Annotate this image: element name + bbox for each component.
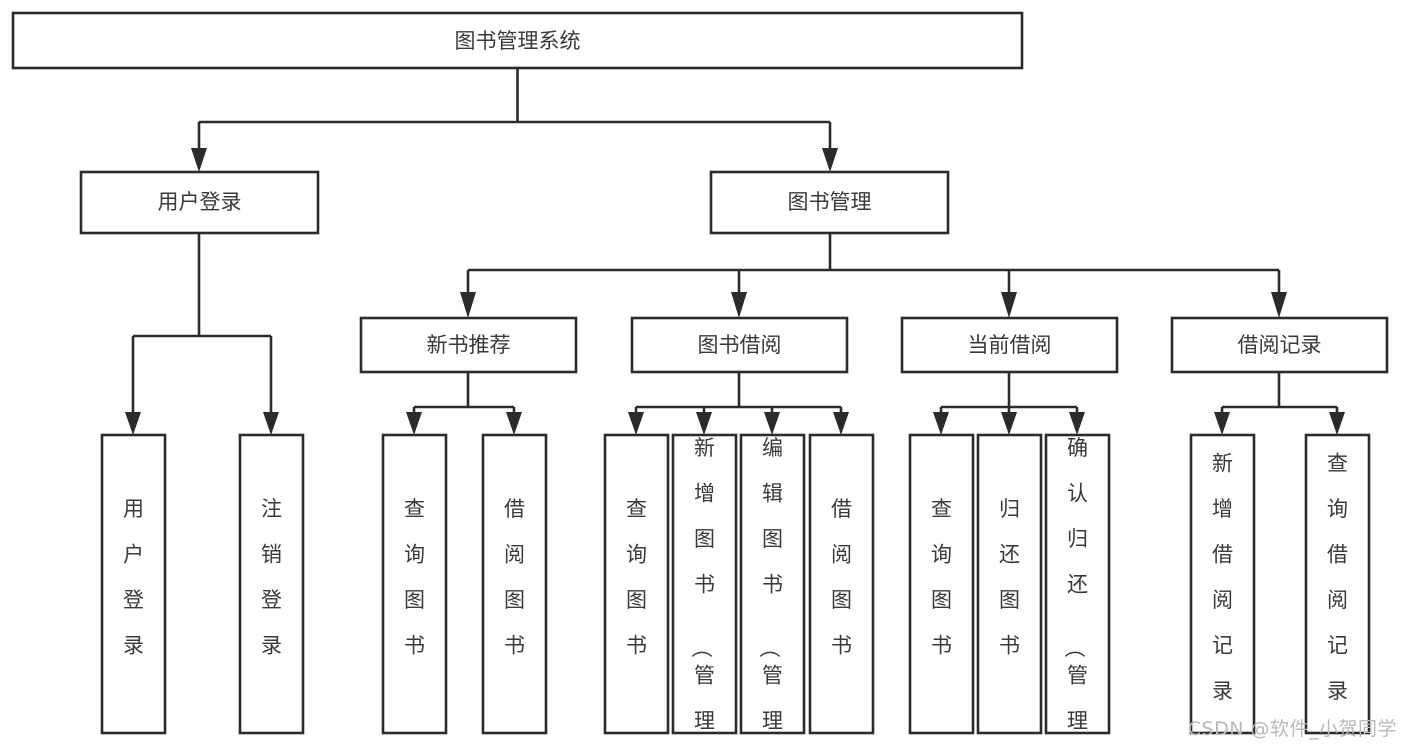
node-borrow-record-label: 借阅记录	[1238, 333, 1322, 357]
node-leaf-add-borrow-record-box[interactable]	[1189, 433, 1256, 735]
arrow-head-leaf-borrow-book-2	[833, 412, 849, 435]
node-leaf-confirm-return-admin[interactable]: 确认归还（管理员）	[1044, 433, 1111, 747]
node-leaf-query-borrow-record-box[interactable]	[1304, 433, 1371, 735]
node-leaf-return-book-box[interactable]	[976, 433, 1043, 735]
node-leaf-query-borrow-record[interactable]: 查询借阅记录	[1304, 433, 1371, 735]
node-book-borrow-box[interactable]	[630, 316, 849, 374]
csdn-watermark: CSDN @软件_小贺同学	[1187, 718, 1397, 740]
node-leaf-user-login[interactable]: 用户登录	[100, 433, 167, 735]
node-leaf-logout-label: 注销登录	[261, 497, 282, 658]
arrow-head-borrow-record	[1271, 292, 1287, 318]
node-leaf-query-book-2-box[interactable]	[603, 433, 670, 735]
arrow-head-leaf-return-book	[1001, 412, 1017, 435]
node-book-management-box[interactable]	[709, 170, 950, 235]
node-leaf-add-book-admin[interactable]: 新增图书（管理员）	[671, 433, 738, 747]
node-root-label: 图书管理系统	[455, 29, 581, 53]
node-user-login-box[interactable]	[79, 170, 320, 235]
node-leaf-query-book-3-box[interactable]	[908, 433, 975, 735]
node-leaf-borrow-book-1-label: 借阅图书	[504, 497, 525, 658]
node-leaf-logout-box[interactable]	[238, 433, 305, 735]
node-root[interactable]: 图书管理系统	[11, 11, 1024, 70]
node-leaf-borrow-book-1-box[interactable]	[481, 433, 548, 735]
arrow-head-leaf-borrow-book-1	[506, 412, 522, 435]
node-leaf-borrow-book-1[interactable]: 借阅图书	[481, 433, 548, 735]
node-user-login-label: 用户登录	[158, 190, 242, 214]
node-leaf-edit-book-admin-label: 编辑图书（管理员）	[757, 436, 783, 747]
node-leaf-query-book-3[interactable]: 查询图书	[908, 433, 975, 735]
node-leaf-add-book-admin-box[interactable]	[671, 433, 738, 735]
node-leaf-add-borrow-record-label: 新增借阅记录	[1212, 451, 1233, 703]
arrow-head-leaf-query-borrow-record	[1329, 412, 1345, 435]
connector-layer	[125, 68, 1345, 435]
node-leaf-query-borrow-record-label: 查询借阅记录	[1327, 451, 1348, 703]
node-borrow-record-box[interactable]	[1170, 316, 1389, 374]
node-leaf-borrow-book-2-box[interactable]	[808, 433, 875, 735]
node-new-book-recommend[interactable]: 新书推荐	[359, 316, 578, 374]
arrow-head-leaf-user-login	[125, 412, 141, 435]
arrow-head-current-borrow	[1001, 292, 1017, 318]
arrow-head-new-book-recommend	[460, 292, 476, 318]
arrow-head-leaf-query-book-1	[406, 412, 422, 435]
arrow-head-leaf-query-book-3	[933, 412, 949, 435]
arrow-head-leaf-confirm-return-admin	[1069, 412, 1085, 435]
node-leaf-user-login-label: 用户登录	[123, 497, 144, 658]
node-new-book-recommend-box[interactable]	[359, 316, 578, 374]
node-new-book-recommend-label: 新书推荐	[427, 333, 511, 357]
node-book-borrow-label: 图书借阅	[698, 333, 782, 357]
node-book-management-label: 图书管理	[788, 190, 872, 214]
node-book-management[interactable]: 图书管理	[709, 170, 950, 235]
node-current-borrow[interactable]: 当前借阅	[900, 316, 1119, 374]
node-leaf-query-book-2-label: 查询图书	[626, 497, 647, 658]
node-leaf-query-book-3-label: 查询图书	[931, 497, 952, 658]
node-leaf-confirm-return-admin-box[interactable]	[1044, 433, 1111, 735]
node-user-login[interactable]: 用户登录	[79, 170, 320, 235]
node-leaf-add-book-admin-label: 新增图书（管理员）	[689, 436, 715, 747]
node-leaf-confirm-return-admin-label: 确认归还（管理员）	[1062, 436, 1088, 747]
node-root-box[interactable]	[11, 11, 1024, 70]
node-leaf-return-book[interactable]: 归还图书	[976, 433, 1043, 735]
node-leaf-edit-book-admin[interactable]: 编辑图书（管理员）	[739, 433, 806, 747]
node-leaf-user-login-box[interactable]	[100, 433, 167, 735]
node-leaf-borrow-book-2-label: 借阅图书	[831, 497, 852, 658]
arrow-head-leaf-add-book-admin	[696, 412, 712, 435]
arrow-head-book-borrow	[731, 292, 747, 318]
arrow-head-book-management	[822, 148, 838, 172]
node-leaf-add-borrow-record[interactable]: 新增借阅记录	[1189, 433, 1256, 735]
node-current-borrow-label: 当前借阅	[968, 333, 1052, 357]
node-book-borrow[interactable]: 图书借阅	[630, 316, 849, 374]
node-borrow-record[interactable]: 借阅记录	[1170, 316, 1389, 374]
arrow-head-leaf-add-borrow-record	[1214, 412, 1230, 435]
node-current-borrow-box[interactable]	[900, 316, 1119, 374]
arrow-head-user-login	[191, 148, 207, 172]
arrow-head-leaf-logout	[263, 412, 279, 435]
node-leaf-return-book-label: 归还图书	[999, 497, 1020, 658]
arrow-head-leaf-edit-book-admin	[764, 412, 780, 435]
node-leaf-query-book-2[interactable]: 查询图书	[603, 433, 670, 735]
node-leaf-logout[interactable]: 注销登录	[238, 433, 305, 735]
node-leaf-query-book-1[interactable]: 查询图书	[381, 433, 448, 735]
arrow-head-leaf-query-book-2	[628, 412, 644, 435]
node-leaf-edit-book-admin-box[interactable]	[739, 433, 806, 735]
node-leaf-query-book-1-label: 查询图书	[404, 497, 425, 658]
node-leaf-borrow-book-2[interactable]: 借阅图书	[808, 433, 875, 735]
node-leaf-query-book-1-box[interactable]	[381, 433, 448, 735]
